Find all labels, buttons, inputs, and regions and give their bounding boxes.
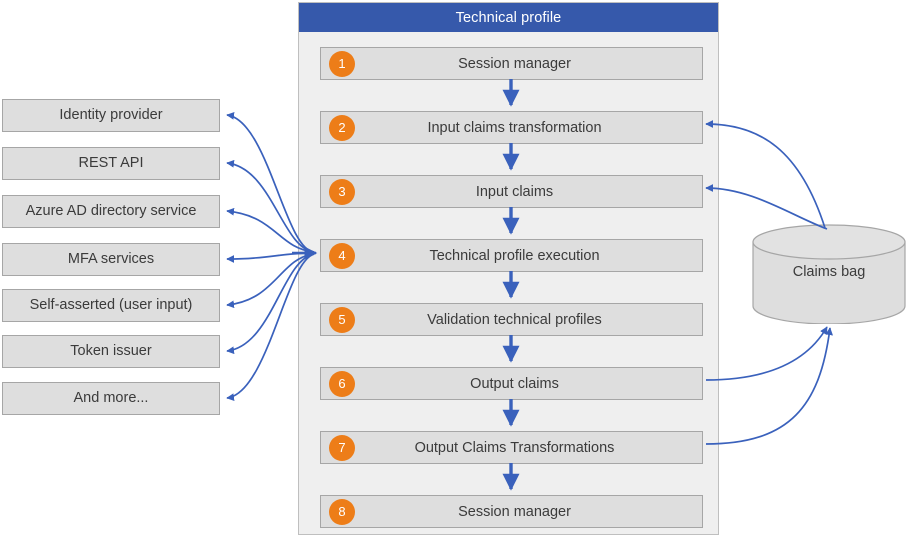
step-box-input-claims[interactable]: 3 Input claims xyxy=(320,175,703,208)
service-box-label: REST API xyxy=(78,155,144,172)
step-box-session-manager-1[interactable]: 1 Session manager xyxy=(320,47,703,80)
step-box-session-manager-2[interactable]: 8 Session manager xyxy=(320,495,703,528)
step-label: Validation technical profiles xyxy=(427,311,602,328)
arrow-claimsbag-to-input-claims xyxy=(705,184,828,230)
service-box-label: Azure AD directory service xyxy=(25,203,197,220)
panel-title: Technical profile xyxy=(299,3,718,32)
service-box-mfa-services[interactable]: MFA services xyxy=(2,243,220,276)
step-number-badge: 3 xyxy=(329,178,355,205)
step-label: Session manager xyxy=(458,503,571,520)
step-box-technical-profile-execution[interactable]: 4 Technical profile execution xyxy=(320,239,703,272)
step-box-output-claims-transformations[interactable]: 7 Output Claims Transformations xyxy=(320,431,703,464)
arrow-output-claims-transformations-to-claimsbag xyxy=(705,327,833,445)
step-number-badge: 6 xyxy=(329,370,355,397)
step-box-validation-technical-profiles[interactable]: 5 Validation technical profiles xyxy=(320,303,703,336)
step-label: Input claims xyxy=(475,183,554,200)
step-number-badge: 4 xyxy=(329,242,355,269)
service-box-self-asserted[interactable]: Self-asserted (user input) xyxy=(2,289,220,322)
step-box-output-claims[interactable]: 6 Output claims xyxy=(320,367,703,400)
step-label: Output claims xyxy=(470,375,559,392)
service-box-label: Self-asserted (user input) xyxy=(29,297,193,314)
step-label: Technical profile execution xyxy=(429,247,600,264)
step-box-input-claims-transformation[interactable]: 2 Input claims transformation xyxy=(320,111,703,144)
service-box-label: MFA services xyxy=(67,251,155,268)
arrow-claimsbag-to-input-claims-transformation xyxy=(705,120,826,229)
step-number-badge: 8 xyxy=(329,498,355,525)
arrow-output-claims-to-claimsbag xyxy=(705,326,828,381)
claims-bag-cylinder[interactable] xyxy=(752,224,906,324)
service-box-and-more[interactable]: And more... xyxy=(2,382,220,415)
step-number-badge: 1 xyxy=(329,50,355,77)
service-box-label: Token issuer xyxy=(70,343,152,360)
service-box-label: And more... xyxy=(73,390,149,407)
step-number-badge: 5 xyxy=(329,306,355,333)
service-box-token-issuer[interactable]: Token issuer xyxy=(2,335,220,368)
service-box-identity-provider[interactable]: Identity provider xyxy=(2,99,220,132)
claims-bag-label: Claims bag xyxy=(792,264,866,280)
service-box-label: Identity provider xyxy=(59,107,163,124)
step-label: Input claims transformation xyxy=(427,119,602,136)
service-box-rest-api[interactable]: REST API xyxy=(2,147,220,180)
step-label: Output Claims Transformations xyxy=(414,439,615,456)
service-box-azure-ad-directory-service[interactable]: Azure AD directory service xyxy=(2,195,220,228)
technical-profile-panel: Technical profile 1 Session manager 2 In… xyxy=(298,2,719,535)
step-number-badge: 7 xyxy=(329,434,355,461)
step-label: Session manager xyxy=(458,55,571,72)
step-number-badge: 2 xyxy=(329,114,355,141)
